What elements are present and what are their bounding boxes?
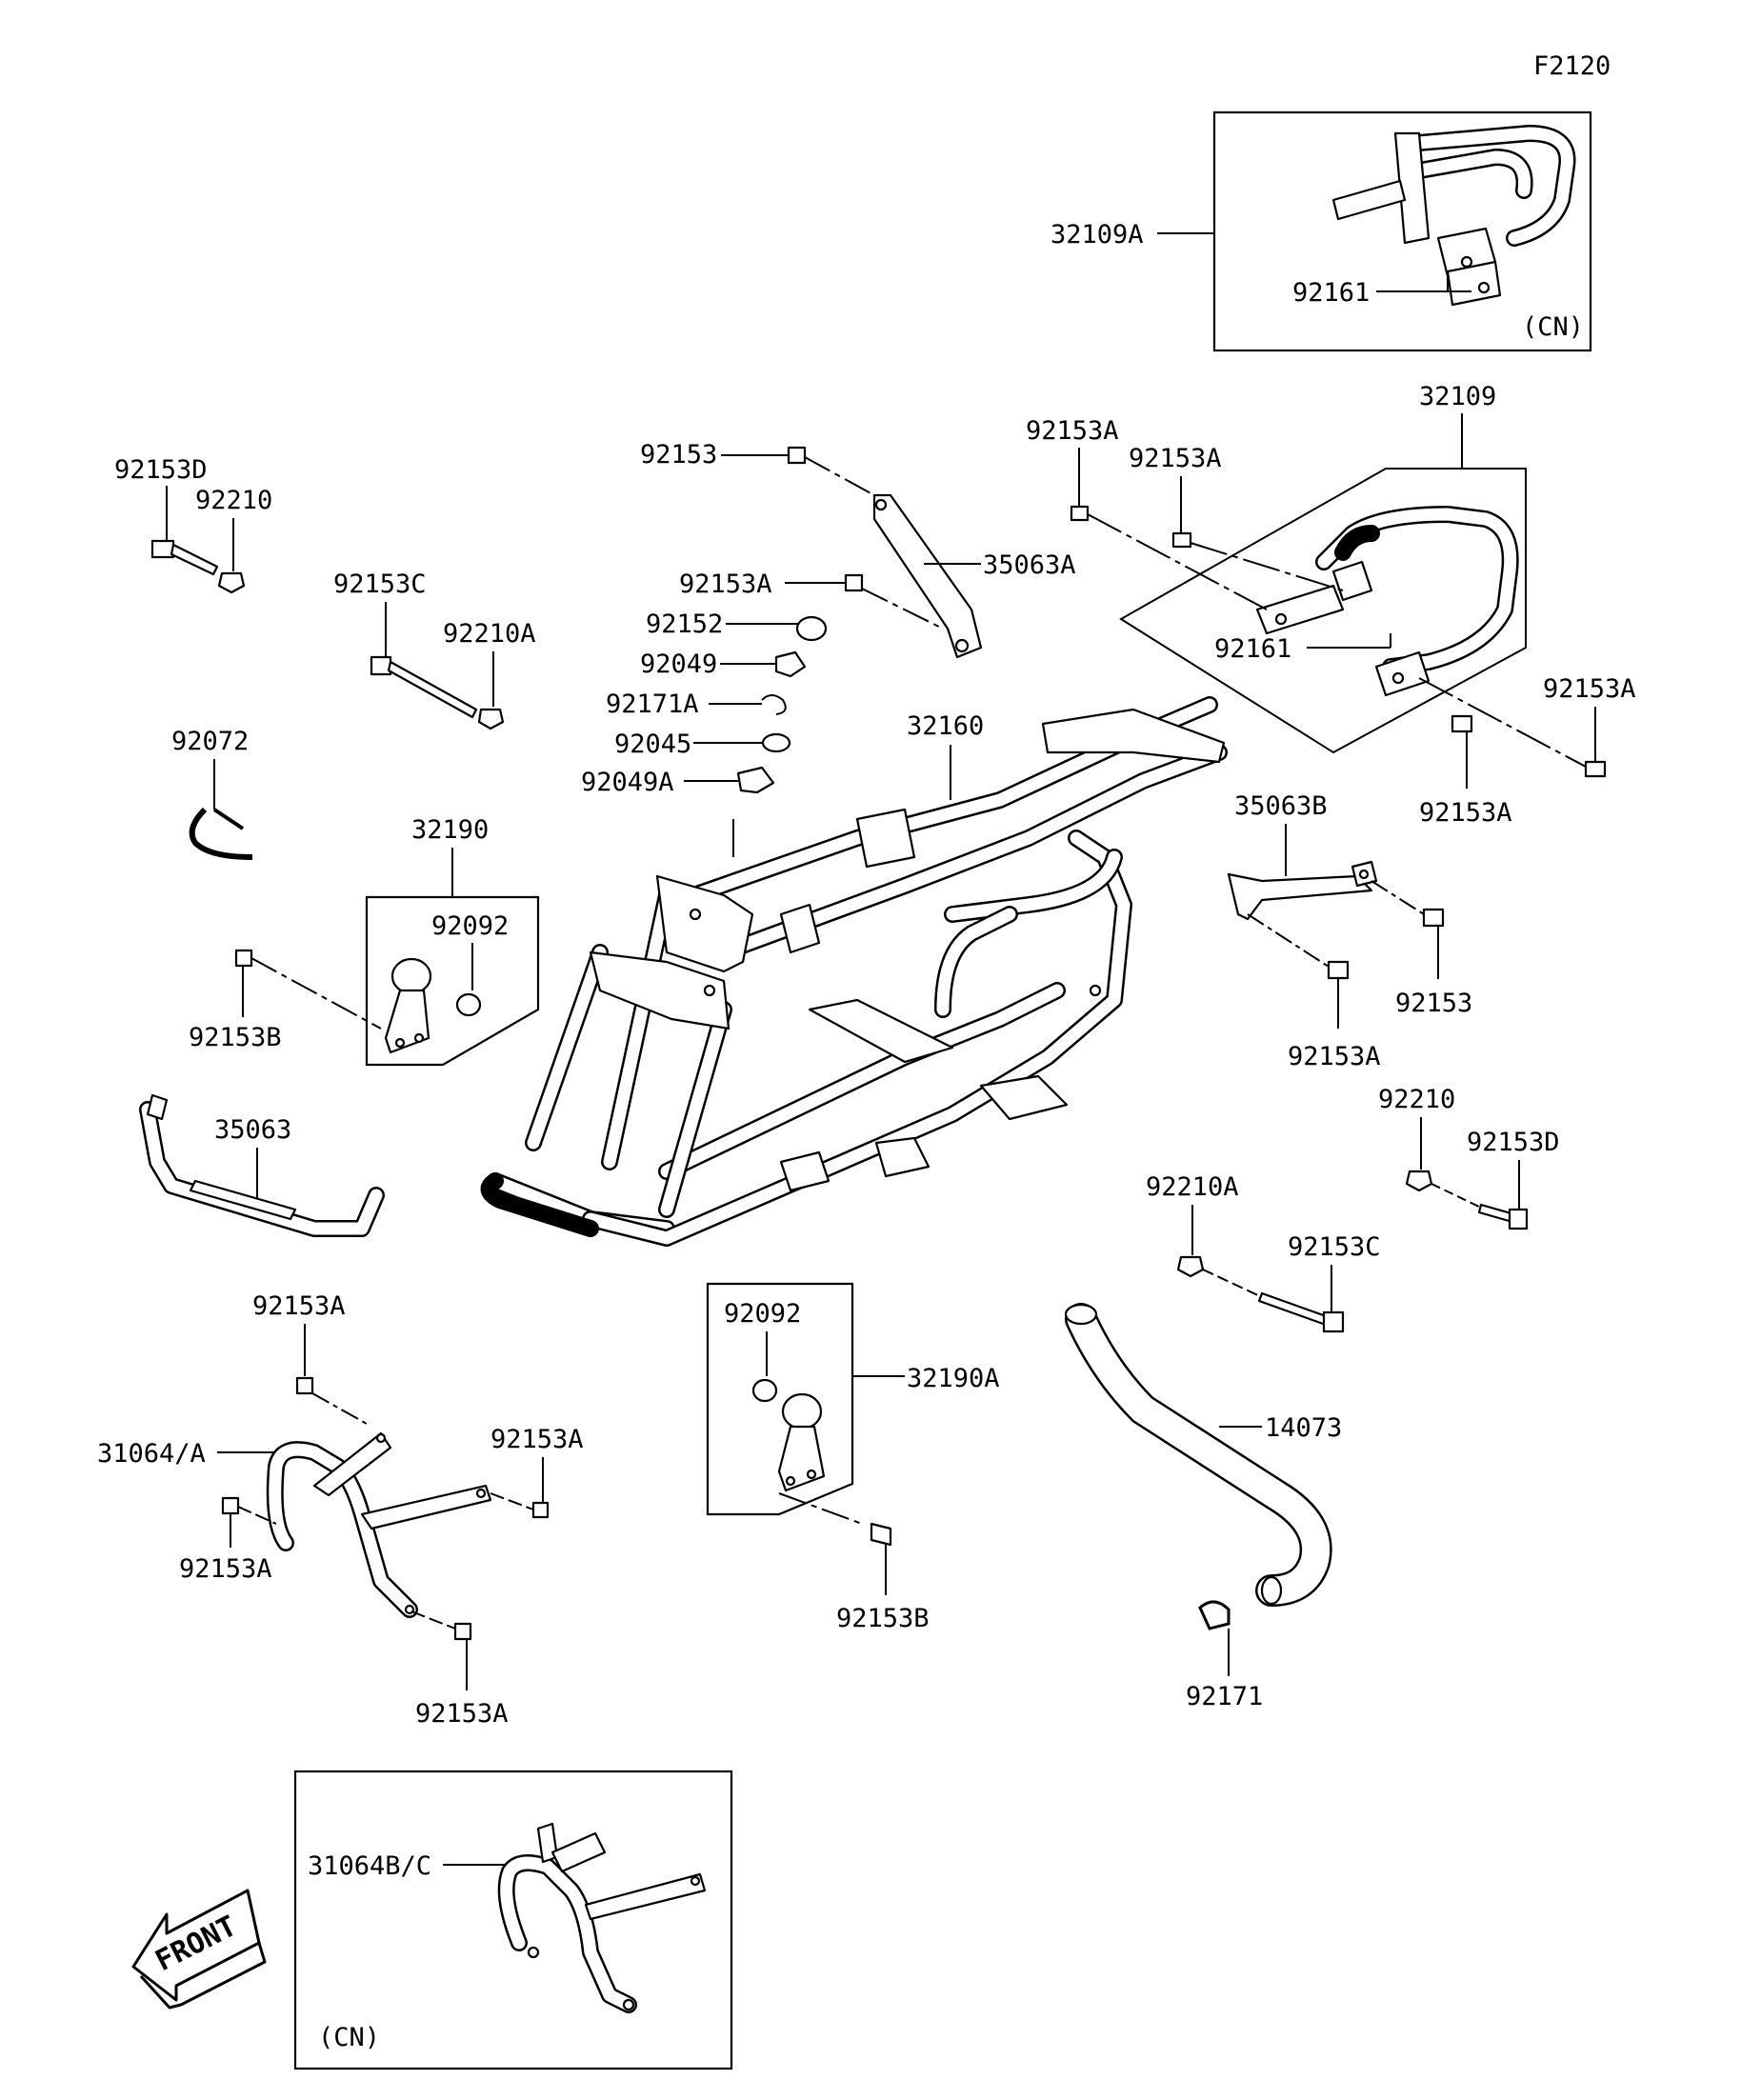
exhaust-pipe-14073-drawing — [1064, 1303, 1332, 1607]
label-92153-top: 92153 — [640, 440, 717, 470]
part-92171A-clip — [761, 694, 787, 715]
label-92153A-c: 92153A — [679, 570, 772, 599]
part-92049A-damper — [736, 766, 775, 794]
footrest-31064A-drawing — [266, 1431, 492, 1618]
label-92153A-r2: 92153A — [1129, 444, 1222, 473]
label-92153A-r1: 92153A — [1026, 416, 1119, 446]
label-92153D-l: 92153D — [114, 455, 208, 485]
part-92049-damper — [774, 650, 807, 678]
label-92072: 92072 — [171, 727, 249, 756]
label-35063: 35063 — [214, 1115, 291, 1145]
label-92153A-b4: 92153A — [415, 1699, 509, 1729]
label-92210A-l: 92210A — [443, 619, 536, 649]
label-92210-l: 92210 — [195, 486, 272, 515]
part-92152-grommet — [795, 615, 828, 642]
label-92161-cn: 92161 — [1292, 278, 1370, 308]
label-92171: 92171 — [1186, 1682, 1263, 1711]
label-92049A: 92049A — [581, 768, 674, 797]
engine-mount-box-32190A — [706, 1282, 854, 1516]
label-92152: 92152 — [646, 610, 723, 639]
label-32190A: 32190A — [907, 1364, 1000, 1393]
label-92153A-b3: 92153A — [179, 1554, 272, 1584]
label-92210A-r: 92210A — [1146, 1172, 1239, 1202]
label-92092-b: 92092 — [724, 1299, 801, 1329]
label-92153-r: 92153 — [1395, 989, 1472, 1018]
bumper-35063-drawing — [139, 1093, 385, 1237]
label-32109A: 32109A — [1051, 220, 1144, 250]
rear-carrier-outline — [1119, 468, 1527, 754]
front-arrow-icon: FRONT — [131, 1889, 267, 2010]
label-92161: 92161 — [1214, 634, 1291, 664]
engine-mount-box-32190 — [365, 895, 540, 1067]
label-92153A-r4: 92153A — [1419, 798, 1512, 828]
engine-mount-32190-drawing — [384, 957, 482, 1054]
label-cn-top: (CN) — [1522, 312, 1584, 342]
label-92153C-l: 92153C — [333, 570, 427, 599]
bracket-35063B-drawing — [1227, 860, 1378, 921]
label-32109: 32109 — [1419, 382, 1496, 411]
cn-box-top — [1212, 110, 1592, 352]
label-92153A-m: 92153A — [1288, 1042, 1381, 1071]
bracket-35063A-drawing — [872, 493, 983, 659]
footrest-31064BC-drawing — [497, 1822, 707, 2013]
label-92153A-b1: 92153A — [252, 1291, 346, 1321]
label-32160: 32160 — [907, 711, 984, 741]
label-35063A: 35063A — [983, 550, 1076, 580]
label-31064A: 31064/A — [97, 1439, 206, 1469]
label-35063B: 35063B — [1234, 791, 1328, 821]
label-92049: 92049 — [640, 650, 717, 679]
label-92153B-a: 92153B — [189, 1023, 282, 1052]
label-92153A-r3: 92153A — [1543, 674, 1636, 704]
part-92045-collar — [761, 732, 791, 753]
label-31064BC: 31064B/C — [308, 1851, 431, 1881]
label-92153B-b: 92153B — [836, 1604, 930, 1633]
rear-carrier-cn-drawing — [1331, 125, 1576, 307]
part-92072-band — [189, 807, 253, 860]
label-cn-bottom: (CN) — [318, 2023, 380, 2052]
main-frame-drawing — [480, 696, 1228, 1247]
label-92045: 92045 — [614, 730, 691, 759]
cn-box-bottom — [293, 1770, 733, 2070]
label-92171A: 92171A — [606, 690, 699, 719]
label-92092-a: 92092 — [431, 911, 509, 941]
rear-carrier-drawing — [1255, 506, 1519, 697]
label-92153C-r: 92153C — [1288, 1232, 1381, 1262]
label-92153D-r: 92153D — [1467, 1128, 1560, 1157]
label-92153A-b2: 92153A — [490, 1425, 584, 1454]
label-92210-r: 92210 — [1378, 1085, 1455, 1114]
part-92171-clamp — [1198, 1600, 1231, 1630]
label-32190: 32190 — [411, 815, 489, 845]
label-14073: 14073 — [1265, 1413, 1342, 1443]
engine-mount-32190A-drawing — [751, 1378, 826, 1492]
diagram-code: F2120 — [1533, 51, 1611, 81]
